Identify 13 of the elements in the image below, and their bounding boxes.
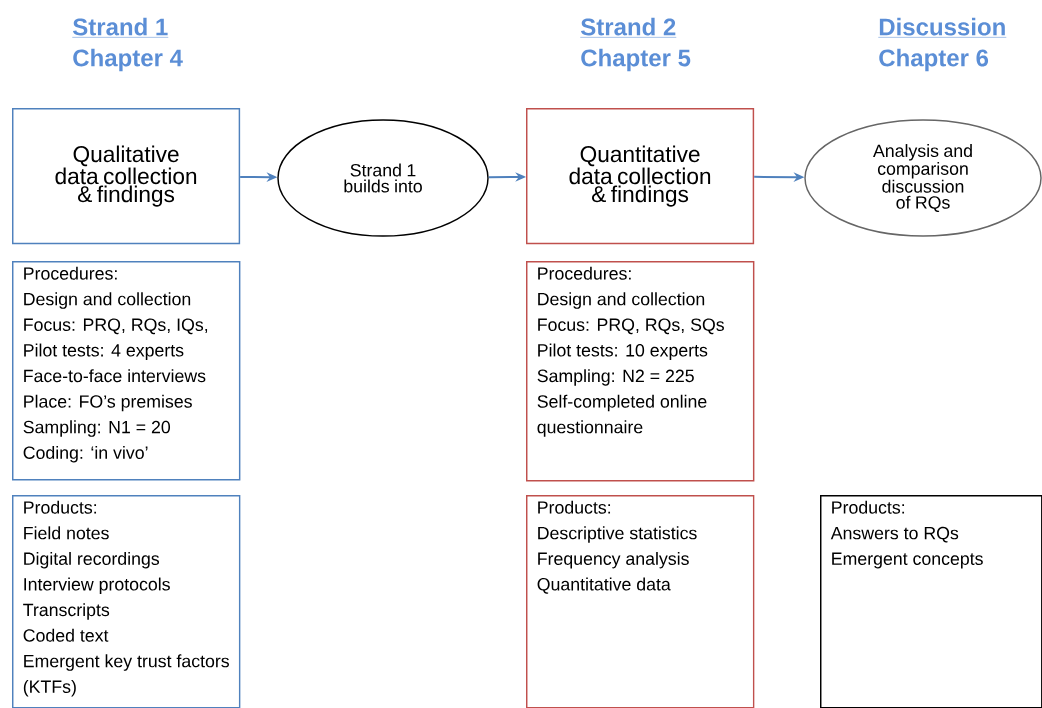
list-box: Procedures: Design and collection Focus: PRQ, RQs, SQs Pilot tests: 10 experts Sampling: N2 = 225 Self-completed online questionnaire xyxy=(526,261,755,482)
heading: Chapter 4 xyxy=(73,48,183,72)
heading: Chapter 5 xyxy=(581,48,691,72)
list-box: Procedures: Design and collection Focus: PRQ, RQs, IQs, Pilot tests: 4 experts Face-to-face interviews Place: FO’s premises Sampling: N1 = 20 Coding: ‘in vivo’ xyxy=(12,261,241,481)
heading: Strand 1 xyxy=(72,17,169,38)
heading: Chapter 6 xyxy=(879,48,989,72)
list-box: Products: Answers to RQs Emergent concepts xyxy=(820,495,1042,708)
heading: Discussion xyxy=(878,17,1007,38)
heading: Strand 2 xyxy=(580,17,677,38)
stage-box: Qualitative data collection & findings xyxy=(12,108,241,245)
list-box: Products: Field notes Digital recordings Interview protocols Transcripts Coded text Emergent key trust factors (KTFs) xyxy=(12,495,241,708)
list-box: Products: Descriptive statistics Frequency analysis Quantitative data xyxy=(526,495,755,708)
stage-box: Quantitative data collection & findings xyxy=(526,108,755,245)
